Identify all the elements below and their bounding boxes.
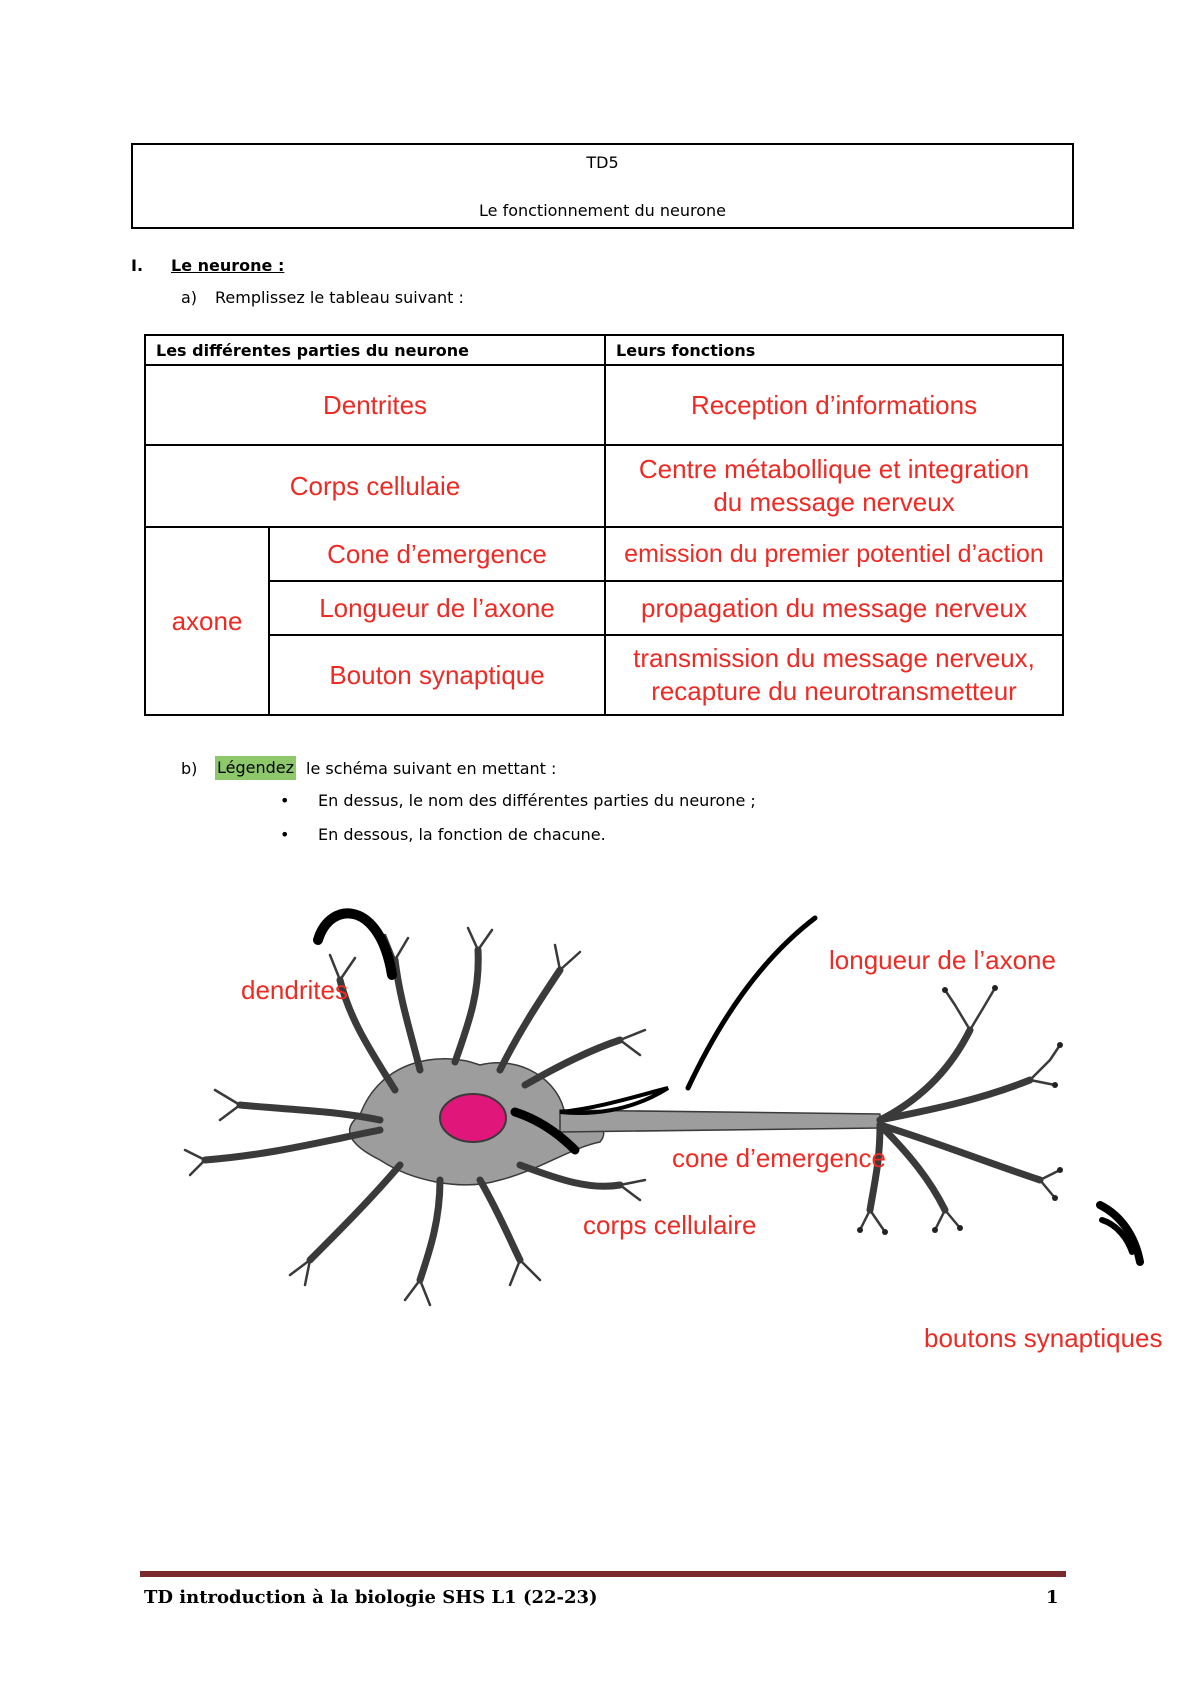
bullet-icon: •: [280, 825, 290, 844]
highlighted-word: Légendez: [215, 756, 297, 780]
table-row: axone Cone d’emergence emission du premi…: [144, 526, 1065, 716]
neuron-illustration: [183, 908, 1144, 1307]
td-code: TD5: [586, 153, 619, 172]
table-row: Dentrites Reception d’informations: [143, 364, 1065, 446]
label-cell-body: corps cellulaire: [583, 1210, 757, 1240]
subsection-b-letter: b): [181, 759, 198, 778]
part-cell: Longueur de l’axone: [267, 580, 607, 636]
subsection-b-instruction: le schéma suivant en mettant :: [306, 759, 557, 778]
function-cell: Centre métabollique et integration du me…: [604, 444, 1065, 528]
bullet-item: En dessous, la fonction de chacune.: [318, 825, 606, 844]
dendrite-branches: [201, 946, 1044, 1284]
section-title: Le neurone :: [171, 256, 285, 275]
table-row: Longueur de l’axone propagation du messa…: [145, 580, 1065, 636]
function-cell: emission du premier potentiel d’action: [604, 526, 1065, 582]
part-cell: Corps cellulaie: [143, 444, 607, 528]
nucleus: [439, 1093, 507, 1143]
label-dendrites: dendrites: [241, 975, 348, 1005]
neuron-diagram: dendrites longueur de l’axone cone d’eme…: [0, 880, 1200, 1400]
title-box: TD5 Le fonctionnement du neurone: [131, 143, 1074, 229]
fine-branches: [183, 926, 1062, 1307]
annotation-strokes: [313, 908, 1144, 1266]
terminal-buttons: [857, 985, 1063, 1235]
label-synaptic-buttons: boutons synaptiques: [924, 1323, 1163, 1353]
function-line: du message nerveux: [713, 487, 955, 517]
axone-group-cell: axone: [144, 526, 270, 716]
subsection-a-instruction: Remplissez le tableau suivant :: [215, 288, 464, 307]
table-header-parts: Les différentes parties du neurone: [143, 334, 607, 366]
part-cell: Dentrites: [143, 364, 607, 446]
function-cell: propagation du message nerveux: [604, 580, 1065, 636]
table-header-functions: Leurs fonctions: [604, 334, 1065, 366]
neuron-parts-table: Les différentes parties du neurone Leurs…: [143, 334, 1065, 716]
document-title: Le fonctionnement du neurone: [479, 201, 726, 220]
label-axon-hillock: cone d’emergence: [672, 1143, 886, 1173]
function-line: recapture du neurotransmetteur: [651, 676, 1017, 706]
function-cell: Reception d’informations: [604, 364, 1065, 446]
part-cell: Cone d’emergence: [267, 526, 607, 582]
footer-divider: [140, 1571, 1066, 1577]
footer-course: TD introduction à la biologie SHS L1 (22…: [144, 1587, 598, 1608]
subsection-a-letter: a): [181, 288, 198, 307]
function-cell: transmission du message nerveux, recaptu…: [604, 634, 1065, 716]
part-cell: Bouton synaptique: [267, 634, 607, 716]
label-axon-length: longueur de l’axone: [829, 945, 1056, 975]
bullet-item: En dessus, le nom des différentes partie…: [318, 791, 756, 810]
page-number: 1: [1046, 1587, 1059, 1608]
function-line: Centre métabollique et integration: [638, 454, 1030, 484]
bullet-icon: •: [280, 791, 290, 810]
table-row: Corps cellulaie Centre métabollique et i…: [143, 444, 1065, 528]
function-line: transmission du message nerveux,: [633, 643, 1035, 673]
section-number: I.: [131, 256, 144, 275]
table-row: Bouton synaptique transmission du messag…: [145, 634, 1065, 716]
